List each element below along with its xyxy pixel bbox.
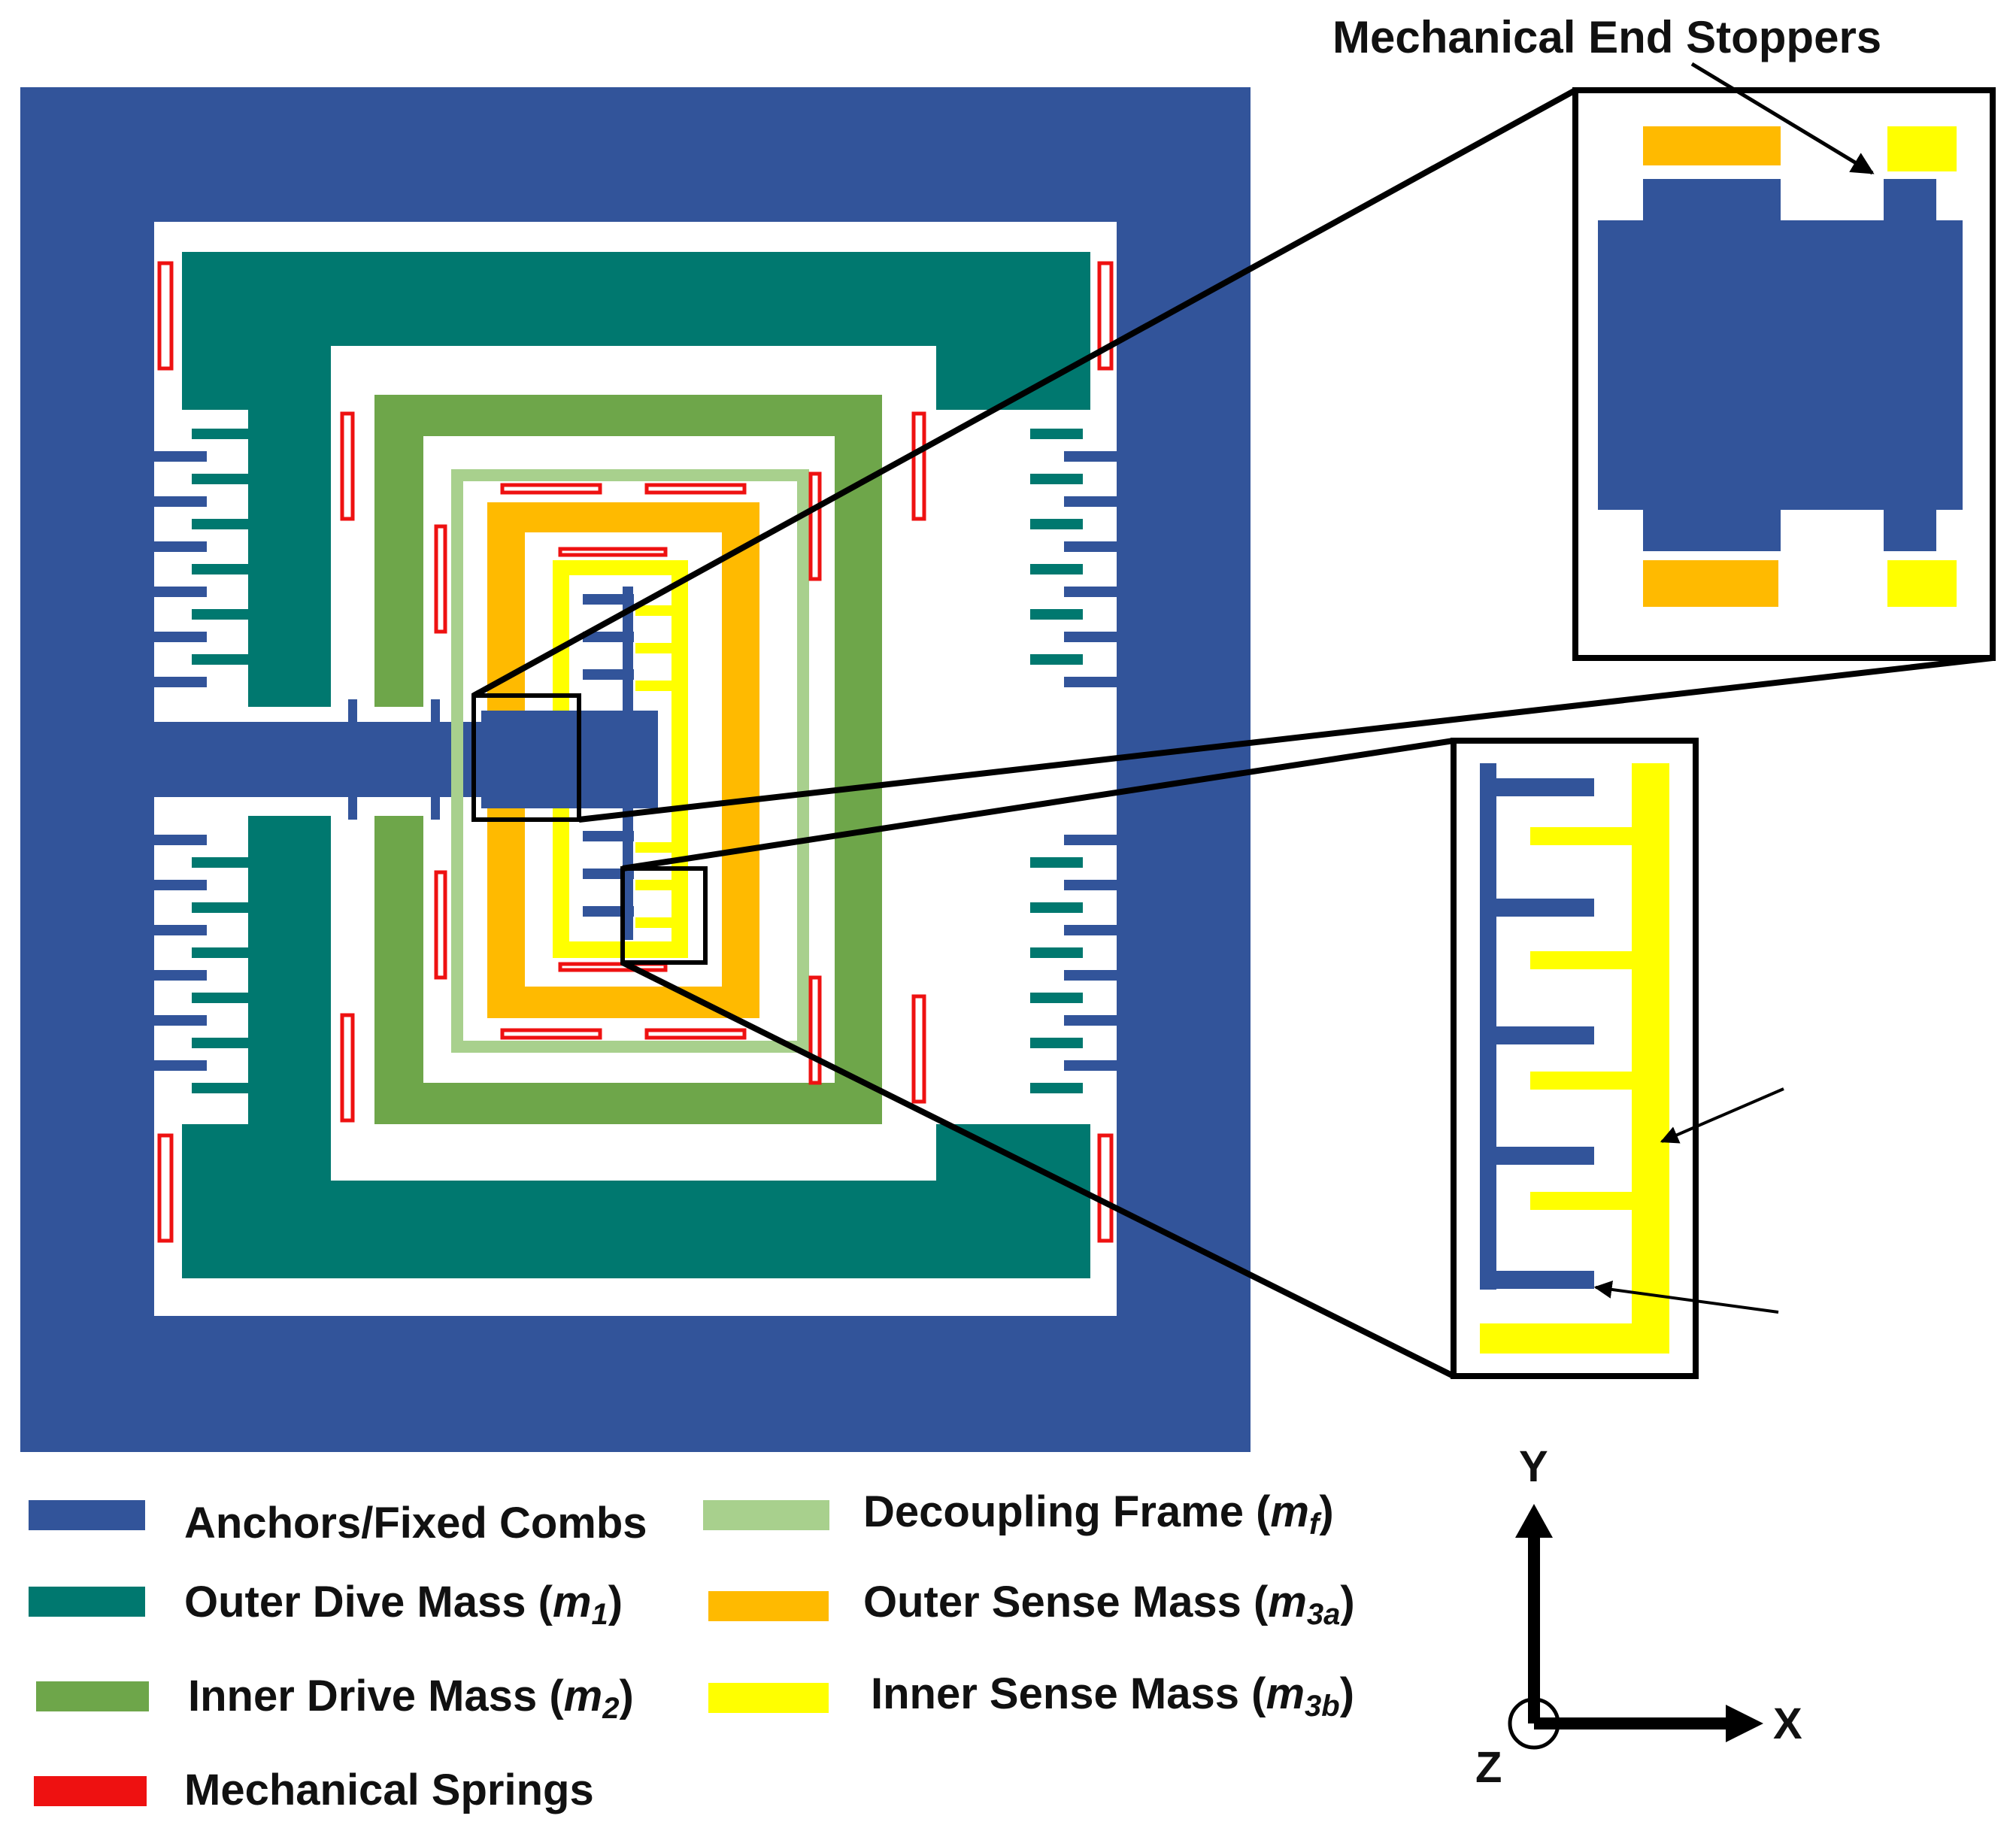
zoom-connectors: [472, 87, 1993, 1379]
legend-label-outer-drive: Outer Dive Mass (m1): [184, 1578, 623, 1631]
center-link-stub-bottom-2: [431, 797, 440, 820]
outer-drive-mass-gap: [936, 410, 974, 1124]
arrow-fixed-comb: [1593, 1281, 1779, 1314]
x-axis-label: X: [1773, 1699, 1802, 1748]
inner-drive-mass: [374, 395, 882, 1124]
y-axis-arrowhead: [1515, 1504, 1553, 1538]
legend-swatch-outer-drive: [29, 1587, 145, 1617]
center-link-stub-top: [348, 699, 357, 722]
drive-comb-left-top: [154, 410, 248, 707]
callout-title-arrow: [1690, 62, 1875, 175]
legend-swatch-anchors: [29, 1500, 145, 1530]
legend-label-springs: Mechanical Springs: [184, 1766, 594, 1814]
legend-swatch-inner-sense: [708, 1683, 829, 1713]
legend-swatch-springs: [34, 1776, 147, 1806]
drive-comb-right-bottom: [1030, 816, 1117, 1124]
outer-drive-mass-bottom: [182, 816, 1090, 1278]
drive-comb-left-bottom: [154, 816, 248, 1124]
legend-swatch-decoupling: [703, 1500, 829, 1530]
center-link-stub-top-2: [431, 699, 440, 722]
device-layout: [20, 87, 1251, 1452]
z-axis-circle: [1508, 1697, 1560, 1750]
legend-label-decoupling: Decoupling Frame (mf): [863, 1487, 1334, 1541]
callout-title: Mechanical End Stoppers: [1332, 12, 1881, 62]
y-axis-label: Y: [1519, 1442, 1548, 1491]
legend: Anchors/Fixed Combs Outer Dive Mass (m1)…: [29, 1487, 1355, 1814]
coordinate-axes: Y X Z: [1475, 1442, 1802, 1792]
zoom-box-stopper-source: [471, 693, 581, 822]
legend-label-inner-drive: Inner Drive Mass (m2): [188, 1672, 634, 1725]
z-axis-label: Z: [1475, 1743, 1502, 1792]
legend-swatch-outer-sense: [708, 1591, 829, 1621]
zoom-box-comb-source: [620, 866, 708, 965]
center-anchor-block: [481, 711, 658, 808]
legend-label-inner-sense: Inner Sense Mass (m3b): [871, 1669, 1354, 1723]
mechanical-springs: [157, 261, 1114, 1243]
stopper-callout: [1572, 87, 1996, 661]
legend-label-outer-sense: Outer Sense Mass (m3a): [863, 1578, 1355, 1631]
decoupling-frame: [451, 469, 809, 1053]
center-link-stub-bottom: [348, 797, 357, 820]
comb-callout: [1451, 738, 1784, 1379]
legend-label-anchors: Anchors/Fixed Combs: [184, 1499, 647, 1548]
arrow-moving-comb: [1660, 1087, 1784, 1144]
legend-swatch-inner-drive: [36, 1681, 149, 1711]
x-axis-arrowhead: [1726, 1705, 1763, 1742]
drive-comb-right-top: [1030, 410, 1117, 707]
outer-drive-mass-top: [182, 252, 1090, 707]
